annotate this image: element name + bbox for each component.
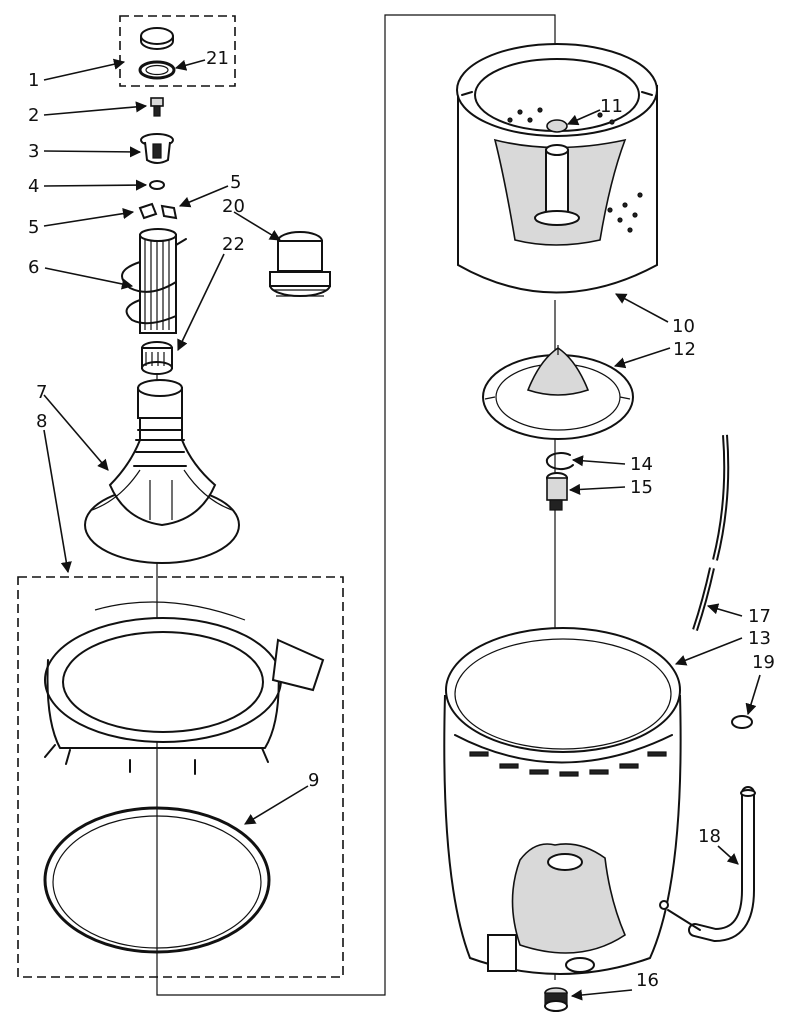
part-14-snap-ring <box>545 452 574 471</box>
basket-holes <box>507 107 643 233</box>
label-part-18: 18 <box>698 826 721 847</box>
part-12-drive-hub <box>482 345 634 440</box>
label-part-8: 8 <box>36 411 47 432</box>
label-part-20: 20 <box>222 196 245 217</box>
label-part-5-left: 5 <box>28 217 39 238</box>
tub-slots <box>469 751 667 777</box>
part-13-outer-tub <box>443 627 682 975</box>
label-part-11: 11 <box>600 96 623 117</box>
part-11-nut <box>546 119 568 133</box>
label-part-21: 21 <box>206 48 229 69</box>
label-part-12: 12 <box>673 339 696 360</box>
label-part-16: 16 <box>636 970 659 991</box>
part-18-drain-hose <box>667 786 756 943</box>
part-8-tub-ring <box>44 601 325 775</box>
label-part-4: 4 <box>28 176 39 197</box>
part-21-seal-ring <box>138 60 176 80</box>
label-part-7: 7 <box>36 382 47 403</box>
part-20-seal <box>269 231 331 297</box>
part-2-bolt <box>150 97 164 117</box>
label-part-3: 3 <box>28 141 39 162</box>
part-16-plug <box>544 987 568 1012</box>
part-9-gasket <box>43 806 271 954</box>
label-part-10: 10 <box>672 316 695 337</box>
part-1-agitator-cap <box>140 27 174 50</box>
part-4-washer <box>149 180 165 190</box>
label-part-15: 15 <box>630 477 653 498</box>
label-part-14: 14 <box>630 454 653 475</box>
label-part-9: 9 <box>308 770 319 791</box>
parts-group-box-top <box>119 15 236 87</box>
label-part-17: 17 <box>748 606 771 627</box>
part-10-spin-basket <box>456 43 658 294</box>
label-part-1: 1 <box>28 70 39 91</box>
part-19-clamp <box>731 715 753 729</box>
part-5-dogs <box>138 202 178 220</box>
part-22-clutch <box>141 341 173 375</box>
part-15-coupling <box>546 472 568 511</box>
part-7-agitator-base <box>84 379 240 564</box>
label-part-2: 2 <box>28 105 39 126</box>
leader-lines <box>43 58 761 1001</box>
part-3-cam <box>140 133 174 164</box>
label-part-13: 13 <box>748 628 771 649</box>
part-number-labels: 1 21 2 3 4 5 5 20 22 6 7 8 9 11 10 12 14… <box>28 48 775 991</box>
label-part-5-right: 5 <box>230 172 241 193</box>
part-17-hose <box>692 434 730 631</box>
label-part-19: 19 <box>752 652 775 673</box>
parts-group-box-tub-ring <box>17 576 344 978</box>
part-6-agitator-auger <box>121 228 187 334</box>
label-part-6: 6 <box>28 257 39 278</box>
label-part-22: 22 <box>222 234 245 255</box>
